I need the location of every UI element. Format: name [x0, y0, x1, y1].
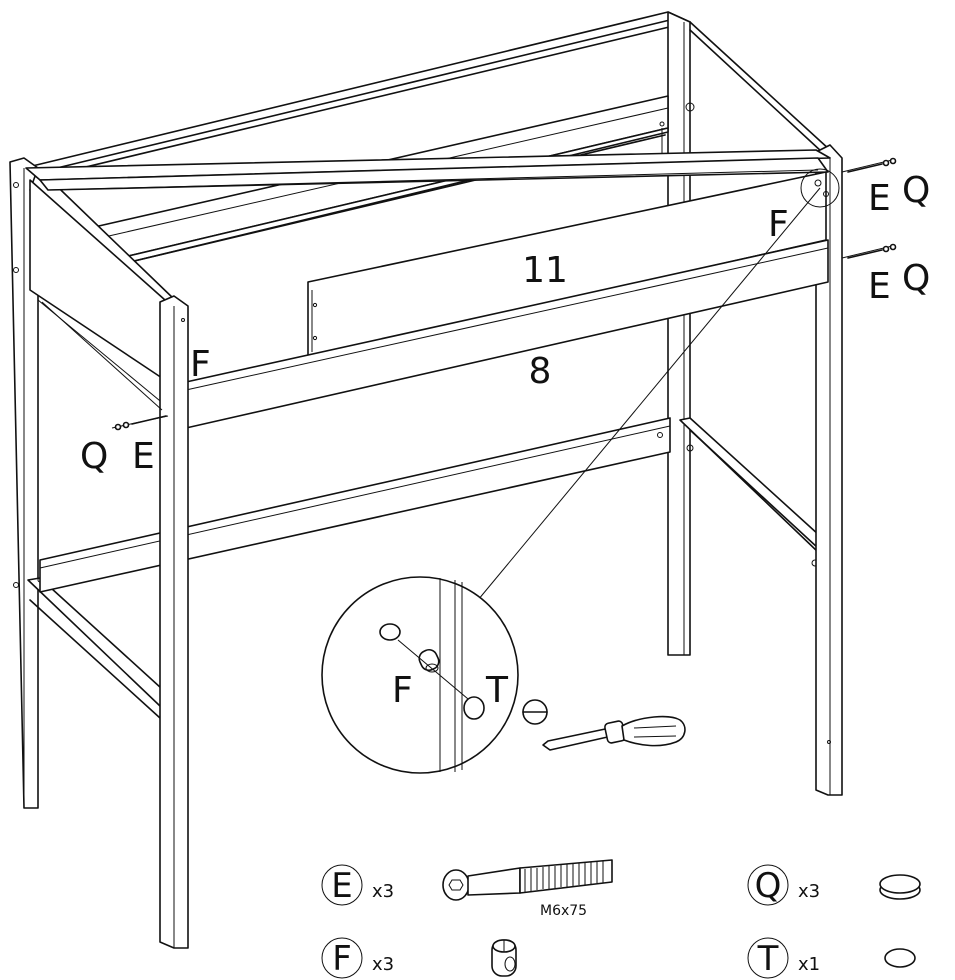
flathead-slot-icon — [522, 699, 548, 725]
barrel-nut-icon — [491, 939, 517, 977]
part-list — [321, 859, 921, 979]
diagram-labels: 11 8 F F E Q E Q Q E F T E x3 M6x75 F x3… — [80, 170, 930, 979]
small-callout-circle — [800, 168, 840, 208]
label-q-top-right-2: Q — [902, 258, 930, 299]
barrel-nut-detail — [418, 648, 440, 673]
part-f-badge — [321, 937, 363, 979]
bolt-icon — [442, 859, 613, 901]
screw-right-lower — [847, 243, 897, 259]
label-e-left: E — [132, 436, 155, 477]
cap-icon — [879, 874, 921, 900]
part-e-spec: M6x75 — [540, 903, 587, 919]
right-front-leg — [815, 144, 843, 796]
label-detail-f: F — [392, 670, 413, 711]
part-t-letter: T — [757, 939, 779, 979]
mid-rail — [39, 417, 671, 593]
flat-cap-icon — [884, 948, 916, 968]
screw-right-upper — [847, 157, 897, 173]
flathead-screwdriver-icon — [542, 715, 686, 751]
part-t-badge — [747, 937, 789, 979]
screw-left — [114, 415, 167, 431]
part-e-letter: E — [331, 866, 352, 906]
detail-callout — [321, 576, 519, 774]
part-q-qty: x3 — [798, 881, 820, 902]
label-q-top-right-1: Q — [902, 170, 930, 211]
part-e-badge — [321, 864, 363, 906]
label-q-left: Q — [80, 436, 108, 477]
part-f-qty: x3 — [372, 954, 394, 975]
label-detail-t: T — [485, 670, 509, 711]
part-e-qty: x3 — [372, 881, 394, 902]
left-front-leg — [159, 295, 189, 949]
label-panel-11: 11 — [522, 250, 568, 291]
screws — [114, 157, 897, 431]
label-rail-8: 8 — [529, 351, 552, 392]
part-t-qty: x1 — [798, 954, 820, 975]
label-e-top-right-2: E — [868, 266, 891, 307]
back-frame — [23, 11, 831, 656]
part-q-letter: Q — [755, 866, 782, 906]
label-e-top-right-1: E — [868, 178, 891, 219]
part-q-badge — [747, 864, 789, 906]
front-top-rail — [25, 149, 831, 191]
part-f-letter: F — [332, 939, 352, 979]
label-f-left: F — [190, 344, 211, 385]
label-f-top-right: F — [768, 204, 789, 245]
